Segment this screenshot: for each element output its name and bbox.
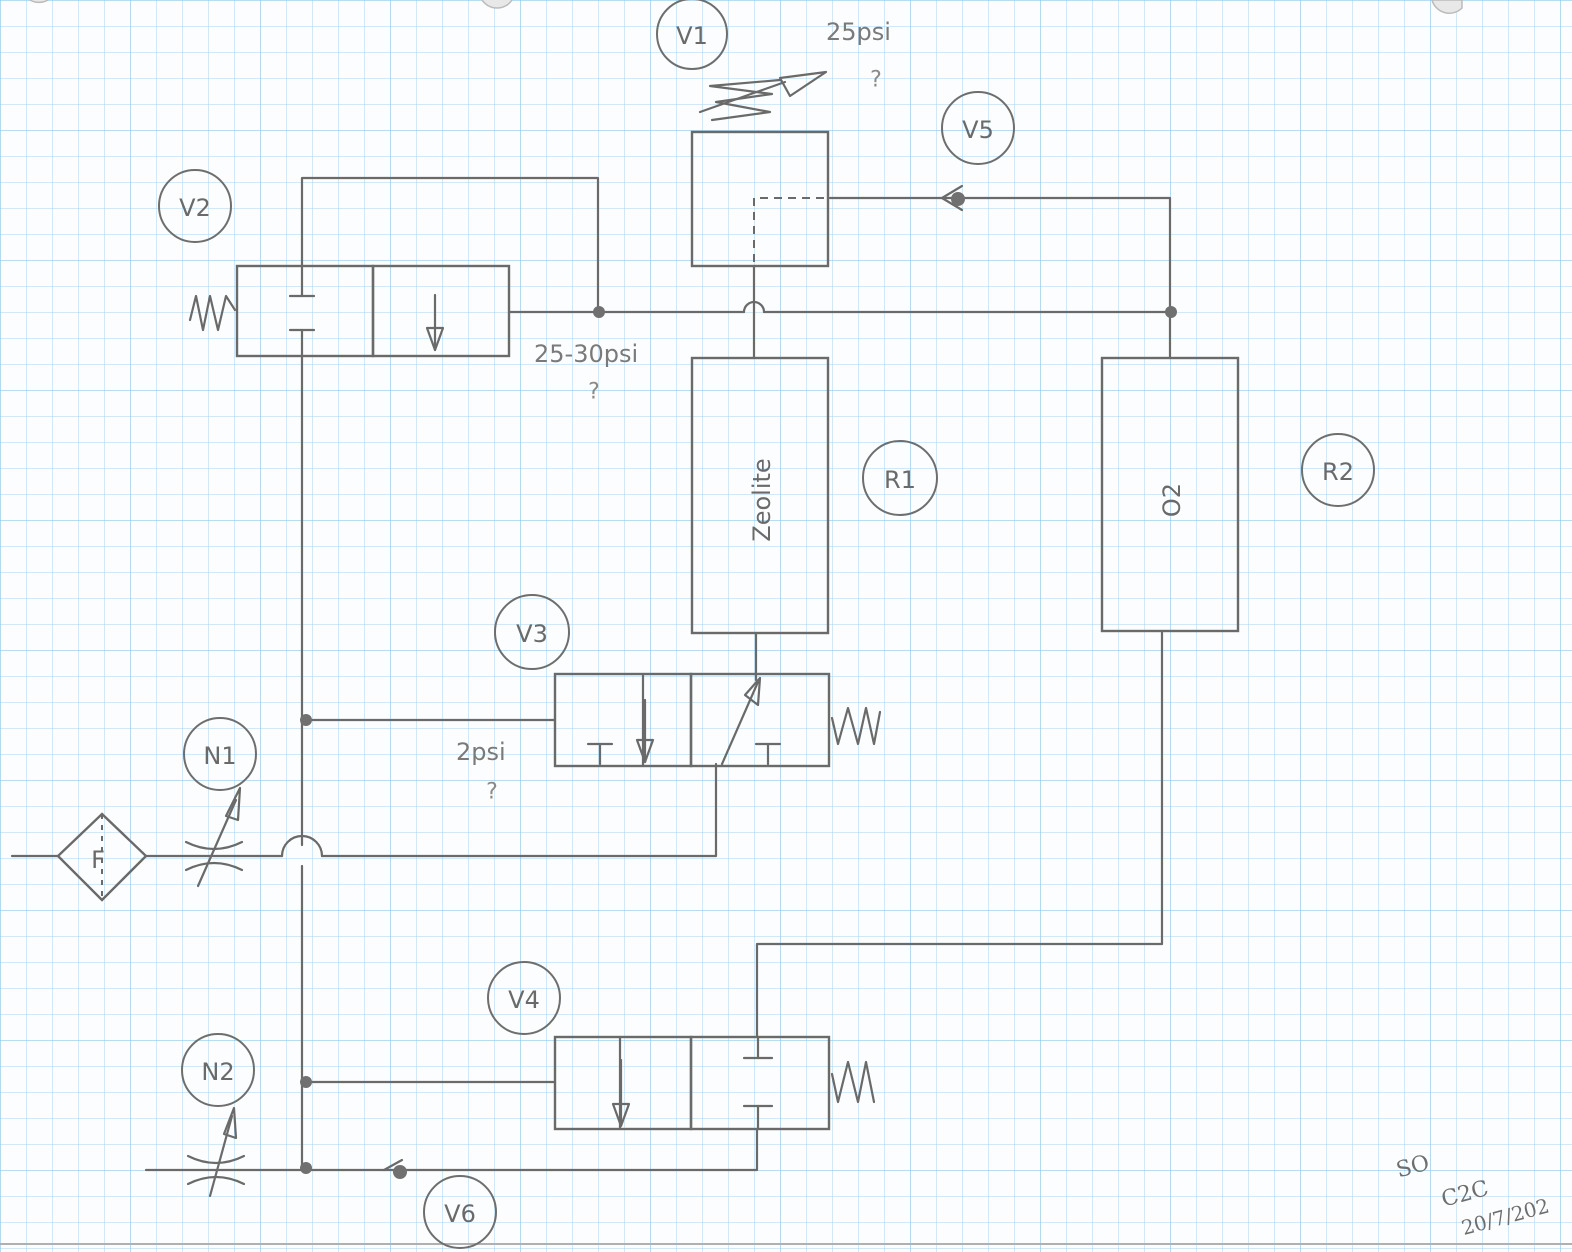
r2-content-label: O2 — [1158, 483, 1186, 517]
svg-text:V3: V3 — [516, 620, 548, 648]
label-v3: V3 — [494, 594, 570, 670]
zeolite-label: Zeolite — [748, 458, 776, 541]
label-n2: N2 — [181, 1033, 255, 1107]
binder-hole-right — [1431, 0, 1463, 14]
filter-label: F — [91, 846, 105, 874]
check-valve-v6 — [382, 1158, 407, 1179]
svg-text:V4: V4 — [508, 986, 540, 1014]
label-v6: V6 — [423, 1175, 497, 1249]
restrictor-n2 — [186, 1106, 246, 1198]
svg-text:R1: R1 — [884, 466, 916, 494]
junctions — [300, 306, 1177, 1174]
pressure-2psi: 2psi — [456, 738, 506, 766]
binder-hole-middle — [481, 0, 513, 9]
label-v2: V2 — [158, 169, 232, 243]
restrictor-n1 — [184, 786, 244, 888]
svg-text:V6: V6 — [444, 1200, 476, 1228]
svg-text:R2: R2 — [1322, 458, 1354, 486]
pressure-25-30psi-uncertain: ? — [588, 380, 600, 405]
label-v4: V4 — [487, 961, 561, 1035]
check-valve-v5 — [940, 184, 965, 212]
label-r1: R1 — [862, 440, 938, 516]
svg-text:V1: V1 — [676, 22, 708, 50]
svg-text:N1: N1 — [203, 742, 236, 770]
pressure-2psi-uncertain: ? — [486, 780, 498, 805]
pressure-25-30psi: 25-30psi — [534, 340, 638, 368]
tank-r1: Zeolite — [690, 356, 830, 635]
pressure-25psi-uncertain: ? — [870, 68, 882, 93]
piping — [10, 176, 1174, 1172]
pressure-25psi: 25psi — [826, 18, 891, 46]
label-n1: N1 — [183, 717, 257, 791]
binder-hole-left — [29, 0, 49, 4]
label-v1: V1 — [656, 0, 728, 70]
svg-text:V5: V5 — [962, 116, 994, 144]
filter-f: F — [56, 812, 148, 902]
label-v5: V5 — [941, 91, 1015, 165]
svg-text:V2: V2 — [179, 194, 211, 222]
svg-text:N2: N2 — [201, 1058, 234, 1086]
valve-v2 — [188, 264, 511, 358]
valve-v1 — [690, 70, 830, 268]
label-r2: R2 — [1301, 433, 1375, 507]
